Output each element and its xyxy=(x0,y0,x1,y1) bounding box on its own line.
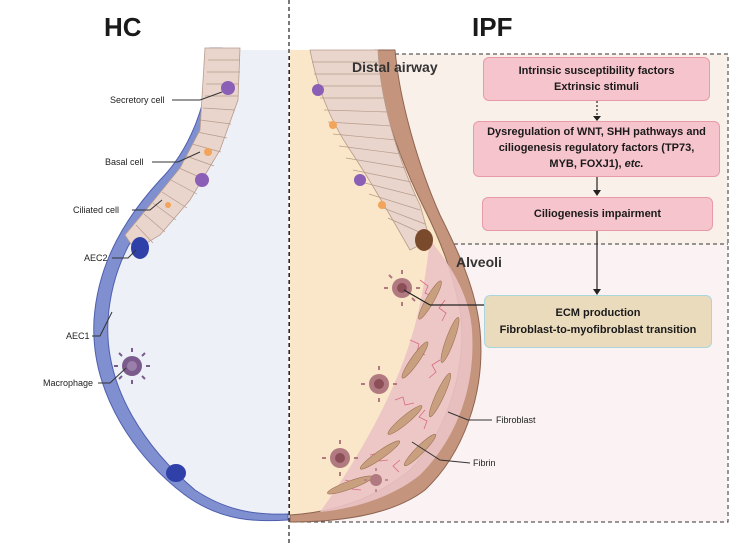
flow-box-dysregulation-etc: etc. xyxy=(624,157,644,170)
flow-box-stimuli: Intrinsic susceptibility factors Extrins… xyxy=(483,57,710,101)
alveoli-label: Alveoli xyxy=(456,254,502,270)
ipf-macrophages xyxy=(322,270,420,492)
flow-box-ecm-line1: ECM production xyxy=(555,307,641,319)
flow-box-dysregulation-line1: Dysregulation of WNT, SHH pathways and xyxy=(487,126,706,139)
flow-box-dysregulation-line3: MYB, FOXJ1), xyxy=(549,157,625,170)
flow-box-stimuli-line1: Intrinsic susceptibility factors xyxy=(518,64,675,77)
hc-title: HC xyxy=(104,12,142,42)
ipf-pointer-lines xyxy=(411,411,492,464)
hc-macrophage xyxy=(114,348,150,384)
flow-box-stimuli-line2: Extrinsic stimuli xyxy=(554,81,639,93)
hc-aec2-cell-lower xyxy=(166,464,186,482)
hc-pointer-lines xyxy=(92,91,223,384)
basal-cell-label: Basal cell xyxy=(105,157,144,167)
ciliated-cell-label: Ciliated cell xyxy=(73,205,120,215)
flow-box-ecm: ECM production Fibroblast-to-myofibrobla… xyxy=(484,295,712,348)
ipf-fibrin-region xyxy=(320,240,473,512)
hc-aec2-cell xyxy=(131,237,149,259)
flow-arrows xyxy=(403,101,601,306)
flow-box-ciliogenesis: Ciliogenesis impairment xyxy=(482,197,713,231)
ipf-fibroblasts xyxy=(327,280,460,495)
distal-airway-label: Distal airway xyxy=(352,59,438,75)
hc-lumen xyxy=(107,50,288,515)
ipf-fibrotic-wall xyxy=(289,49,482,523)
macrophage-label: Macrophage xyxy=(43,378,94,388)
aec2-label: AEC2 xyxy=(84,253,108,263)
ipf-epithelium xyxy=(309,49,433,251)
flow-box-dysregulation-line3-wrap: MYB, FOXJ1), etc. xyxy=(549,157,643,173)
flow-box-dysregulation-line2: ciliogenesis regulatory factors (TP73, xyxy=(498,142,695,155)
fibrin-label: Fibrin xyxy=(473,458,496,468)
flow-box-ecm-line2: Fibroblast-to-myofibroblast transition xyxy=(499,323,697,336)
secretory-cell-label: Secretory cell xyxy=(110,95,165,105)
fibroblast-label: Fibroblast xyxy=(496,415,536,425)
flow-box-dysregulation: Dysregulation of WNT, SHH pathways and c… xyxy=(473,121,720,177)
aec1-label: AEC1 xyxy=(66,331,90,341)
flow-box-ciliogenesis-line1: Ciliogenesis impairment xyxy=(533,207,662,220)
ipf-title: IPF xyxy=(472,12,513,42)
